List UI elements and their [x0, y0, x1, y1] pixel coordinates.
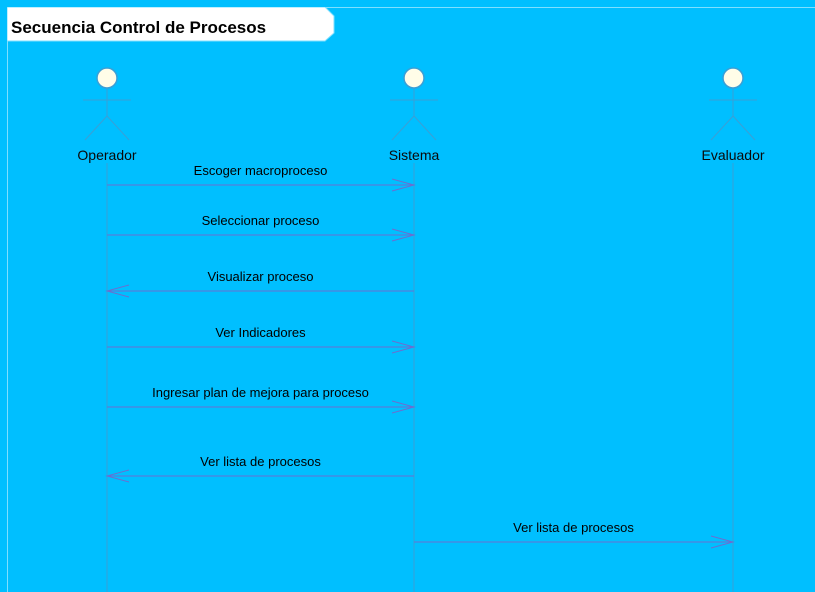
actor-head-evaluador: [722, 67, 744, 89]
actor-leg-left-operador: [84, 115, 108, 141]
actor-head-sistema: [403, 67, 425, 89]
message-arrowhead-1: [391, 178, 416, 192]
message-arrowhead-5: [391, 400, 416, 414]
title-tab-shape: [7, 7, 335, 42]
diagram-title-tab: Secuencia Control de Procesos: [7, 7, 335, 42]
actor-leg-right-evaluador: [732, 115, 756, 141]
actor-label-operador: Operador: [77, 147, 137, 163]
actor-leg-right-operador: [106, 115, 130, 141]
message-label-2: Seleccionar proceso: [201, 213, 320, 228]
message-label-3: Visualizar proceso: [207, 269, 314, 284]
message-arrowhead-6: [105, 469, 130, 483]
actor-head-operador: [96, 67, 118, 89]
diagram-title: Secuencia Control de Procesos: [11, 18, 267, 37]
message-label-4: Ver Indicadores: [215, 325, 306, 340]
message-arrowhead-4: [391, 340, 416, 354]
actor-leg-left-evaluador: [710, 115, 734, 141]
actor-label-sistema: Sistema: [388, 147, 440, 163]
message-label-7: Ver lista de procesos: [513, 520, 634, 535]
message-label-1: Escoger macroproceso: [193, 163, 328, 178]
diagram-frame: [7, 7, 815, 592]
message-label-6: Ver lista de procesos: [200, 454, 321, 469]
message-arrowhead-2: [391, 228, 416, 242]
actor-label-evaluador: Evaluador: [701, 147, 765, 163]
actor-leg-left-sistema: [391, 115, 415, 141]
message-arrowhead-3: [105, 284, 130, 298]
message-arrowhead-7: [710, 535, 735, 549]
message-label-5: Ingresar plan de mejora para proceso: [152, 385, 369, 400]
actor-leg-right-sistema: [413, 115, 437, 141]
